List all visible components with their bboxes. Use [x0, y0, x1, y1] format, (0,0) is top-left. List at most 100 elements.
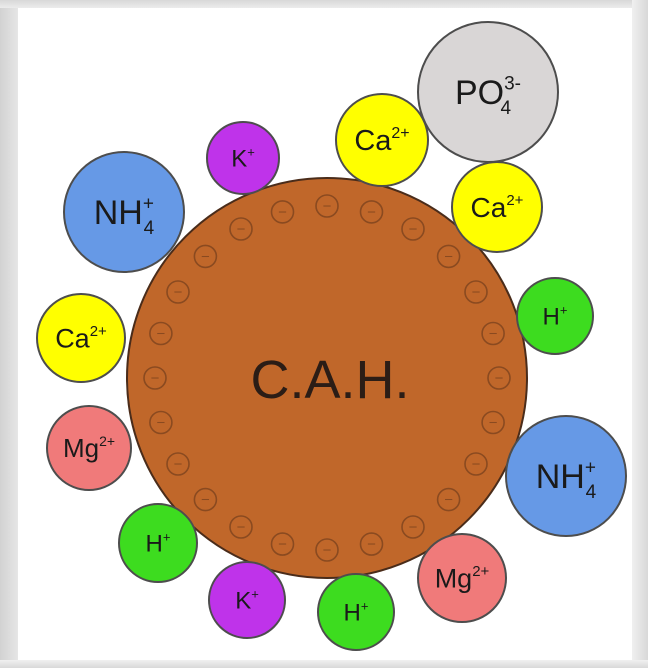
ion-charge: + — [163, 529, 171, 544]
ion-ca-left: Ca2+ — [36, 293, 126, 383]
negative-charge: − — [229, 217, 253, 241]
svg-text:−: − — [472, 456, 481, 473]
negative-charge: − — [149, 410, 173, 435]
ion-base: Mg — [63, 433, 99, 463]
ion-base: Mg — [435, 563, 473, 593]
ion-charge: + — [361, 598, 369, 613]
negative-charge: − — [149, 321, 173, 346]
negative-charges: − − − − − − − − − − − − − − − − − − − − − − − − — [143, 194, 511, 562]
ion-label: Ca2+ — [471, 192, 524, 223]
ion-mg-lower-right: Mg2+ — [417, 533, 507, 623]
svg-text:−: − — [367, 204, 376, 221]
ion-label: K+ — [231, 144, 255, 172]
ion-circle — [46, 405, 132, 491]
ion-h-right: H+ — [516, 277, 594, 355]
ion-label: NH+4 — [536, 458, 597, 503]
ion-nh4-right: NH+4 — [505, 415, 627, 537]
svg-text:−: − — [157, 326, 166, 343]
svg-text:−: − — [444, 492, 453, 509]
svg-text:−: − — [495, 370, 504, 387]
background-right-edge — [632, 0, 648, 668]
svg-text:−: − — [237, 221, 246, 238]
ion-charge: + — [251, 586, 259, 601]
ion-base: PO — [455, 74, 504, 112]
ion-label: K+ — [235, 586, 259, 614]
svg-text:−: − — [367, 536, 376, 553]
negative-charge: − — [481, 410, 505, 435]
ion-po4: PO3- 4 — [417, 21, 559, 163]
ion-label: H+ — [543, 302, 568, 330]
ion-charge: 2+ — [391, 125, 409, 142]
negative-charge: − — [270, 200, 295, 224]
ion-circle — [206, 121, 280, 195]
ion-circle — [317, 573, 395, 651]
ion-base: H — [146, 530, 163, 557]
ion-base: Ca — [354, 125, 392, 157]
svg-text:−: − — [278, 204, 287, 221]
background-left-edge — [0, 0, 18, 668]
ion-circle — [118, 503, 198, 583]
ion-base: K — [235, 587, 251, 614]
svg-text:−: − — [444, 248, 453, 265]
ion-circle — [63, 151, 185, 273]
colloid-label: C.A.H. — [250, 350, 409, 410]
ion-ca-top: Ca2+ — [335, 93, 429, 187]
negative-charge: − — [193, 244, 218, 269]
svg-text:−: − — [174, 456, 183, 473]
ion-charge: 2+ — [90, 323, 107, 340]
negative-charge: − — [143, 366, 167, 390]
ion-charge: + — [143, 194, 154, 215]
ion-subscript: 4 — [586, 482, 597, 503]
svg-text:−: − — [472, 284, 481, 301]
ion-base: K — [231, 145, 247, 172]
ion-label: Mg2+ — [435, 563, 490, 593]
ion-circle — [451, 161, 543, 253]
negative-charge: − — [166, 452, 190, 476]
ion-label: H+ — [146, 529, 171, 557]
negative-charge: − — [359, 532, 384, 556]
ion-charge: 3- — [504, 74, 521, 95]
adsorbed-ions: NH+4K+Ca2+PO3-4Ca2+H+Ca2+Mg2+NH+4H+K+H+M… — [36, 21, 627, 651]
ion-charge: 2+ — [506, 192, 523, 209]
svg-text:−: − — [323, 198, 332, 215]
ion-h-bottom: H+ — [317, 573, 395, 651]
ion-subscript: 4 — [500, 98, 511, 119]
svg-text:−: − — [201, 248, 210, 265]
background-top-edge — [0, 0, 648, 8]
ion-label: H+ — [344, 598, 369, 626]
ion-charge: + — [247, 144, 255, 159]
ion-base: NH — [94, 194, 143, 232]
ion-base: H — [543, 303, 560, 330]
svg-text:−: − — [489, 326, 498, 343]
negative-charge: − — [481, 321, 505, 346]
colloid-circle — [126, 177, 528, 579]
svg-text:−: − — [151, 370, 160, 387]
ion-label: Ca2+ — [55, 323, 107, 353]
negative-charge: − — [464, 280, 488, 304]
ion-mg-left: Mg2+ — [46, 405, 132, 491]
ion-label: Mg2+ — [63, 433, 115, 463]
svg-text:−: − — [201, 492, 210, 509]
negative-charge: − — [401, 515, 425, 539]
negative-charge: − — [401, 217, 425, 241]
svg-text:−: − — [174, 284, 183, 301]
svg-text:−: − — [278, 536, 287, 553]
ion-circle — [36, 293, 126, 383]
svg-text:−: − — [409, 221, 418, 238]
ion-charge: 2+ — [99, 433, 115, 449]
ion-nh4-upper-left: NH+4 — [63, 151, 185, 273]
ion-label: PO3- 4 — [455, 74, 521, 119]
svg-text:−: − — [323, 542, 332, 559]
ion-charge: + — [585, 458, 596, 479]
negative-charge: − — [229, 515, 253, 539]
negative-charge: − — [193, 487, 218, 512]
ion-k-bottom: K+ — [208, 561, 286, 639]
negative-charge: − — [166, 280, 190, 304]
background-bottom-edge — [0, 660, 648, 668]
ion-label: Ca2+ — [354, 125, 409, 157]
svg-text:−: − — [489, 415, 498, 432]
ion-base: H — [344, 599, 361, 626]
svg-text:−: − — [157, 415, 166, 432]
negative-charge: − — [436, 244, 461, 269]
